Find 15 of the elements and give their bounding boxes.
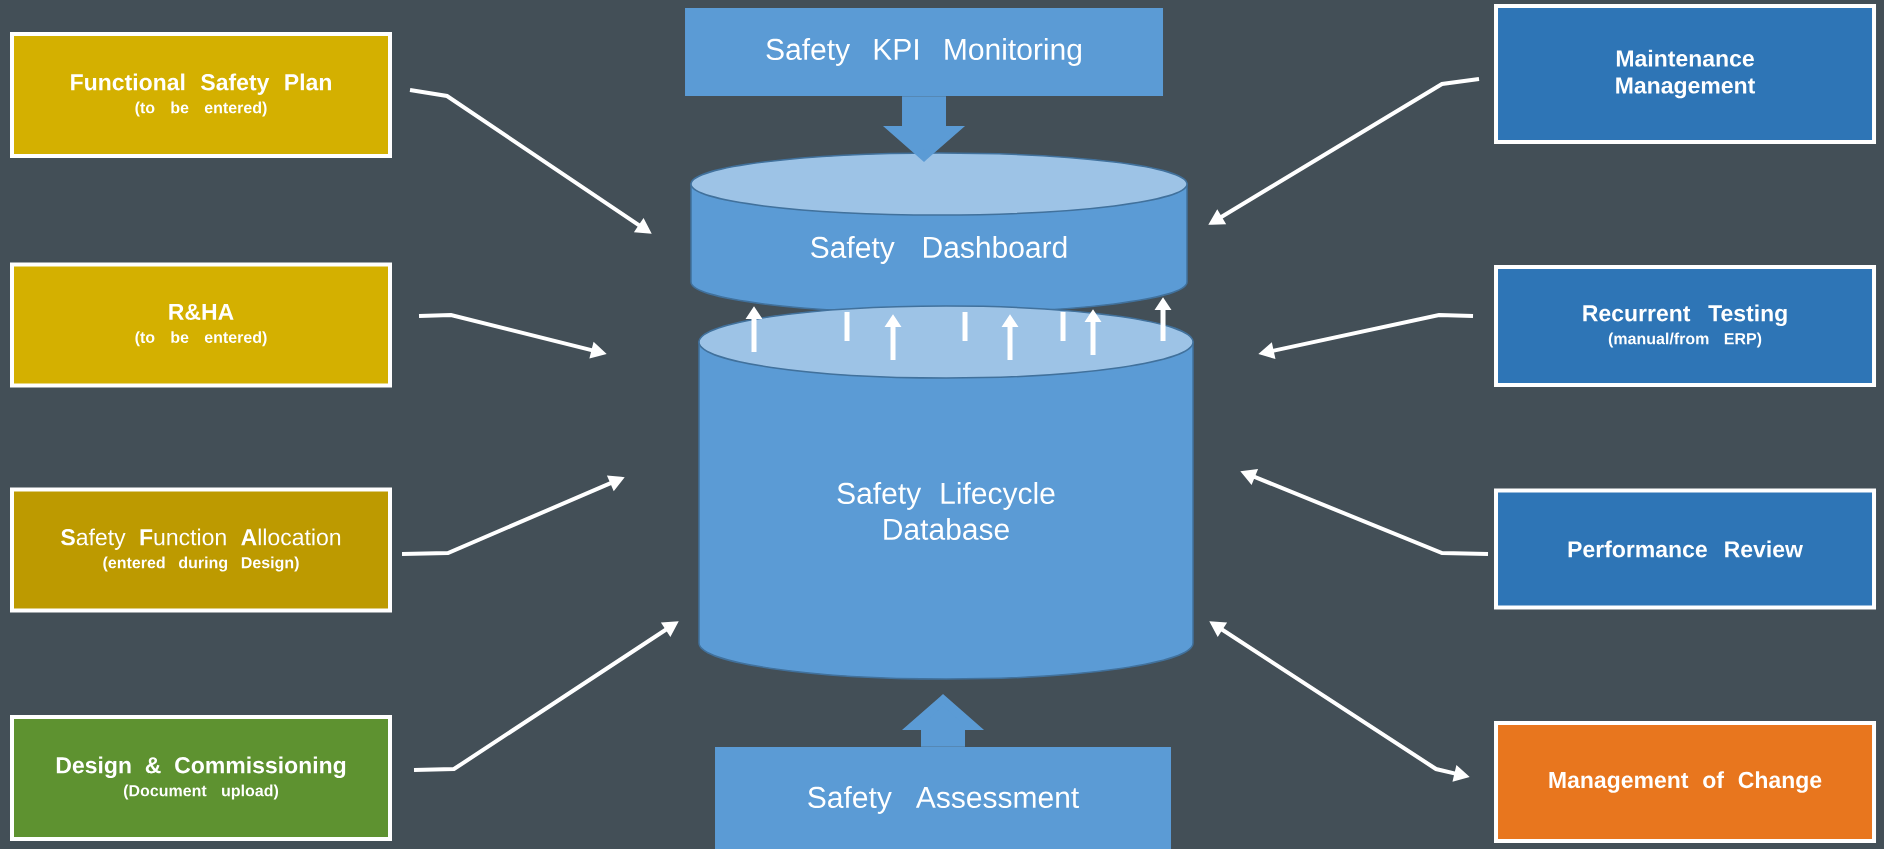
connector-line [962, 312, 968, 341]
input-box: Maintenance Management [1494, 4, 1876, 144]
input-box: Performance Review [1494, 488, 1876, 610]
database-cylinder: Safety Lifecycle Database [698, 305, 1194, 680]
input-box: Safety Function Allocation (entered during Design) [10, 487, 392, 613]
input-box: Design & Commissioning (Document upload) [10, 715, 392, 841]
database-cylinder: Safety Dashboard [690, 152, 1188, 314]
input-box: Management of Change [1494, 721, 1876, 843]
process-box: Safety KPI Monitoring [685, 8, 1163, 96]
input-box: Recurrent Testing (manual/from ERP) [1494, 265, 1876, 387]
process-box: Safety Assessment [715, 747, 1171, 849]
connector-line [1060, 312, 1066, 341]
input-box: Functional Safety Plan (to be entered) [10, 32, 392, 158]
connector-line [844, 312, 850, 341]
input-box: R&HA (to be entered) [10, 262, 392, 388]
